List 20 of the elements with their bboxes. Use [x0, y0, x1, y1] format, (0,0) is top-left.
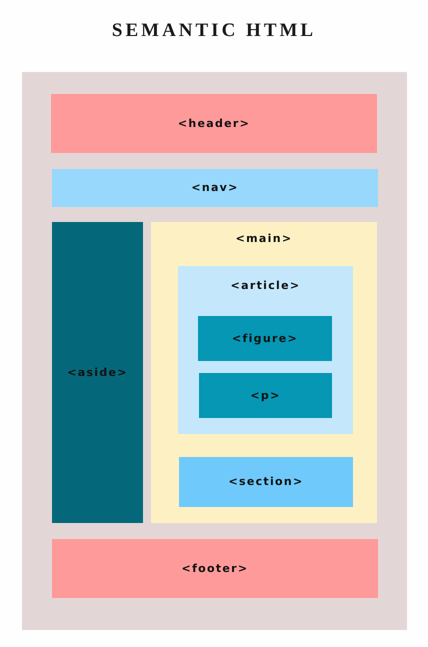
- page-frame: [22, 72, 407, 630]
- tag-label: <main>: [236, 232, 292, 246]
- tag-label: <aside>: [67, 366, 128, 380]
- aside-panel: [52, 222, 143, 523]
- footer-bar: [52, 539, 378, 598]
- tag-label: <figure>: [232, 332, 298, 346]
- tag-label: <section>: [228, 475, 304, 489]
- tag-label: <p>: [250, 388, 281, 402]
- paragraph-block: [199, 373, 332, 418]
- main-panel: [151, 222, 377, 523]
- tag-label: <nav>: [191, 181, 239, 195]
- header-bar: [51, 94, 377, 153]
- figure-block: [198, 316, 332, 361]
- title: SEMANTIC HTML: [110, 19, 318, 43]
- tag-label: <footer>: [182, 562, 248, 576]
- tag-label: <header>: [178, 116, 250, 130]
- article-panel: [178, 266, 353, 434]
- tag-label: <article>: [230, 279, 300, 293]
- nav-bar: [52, 169, 378, 207]
- section-block: [179, 457, 353, 507]
